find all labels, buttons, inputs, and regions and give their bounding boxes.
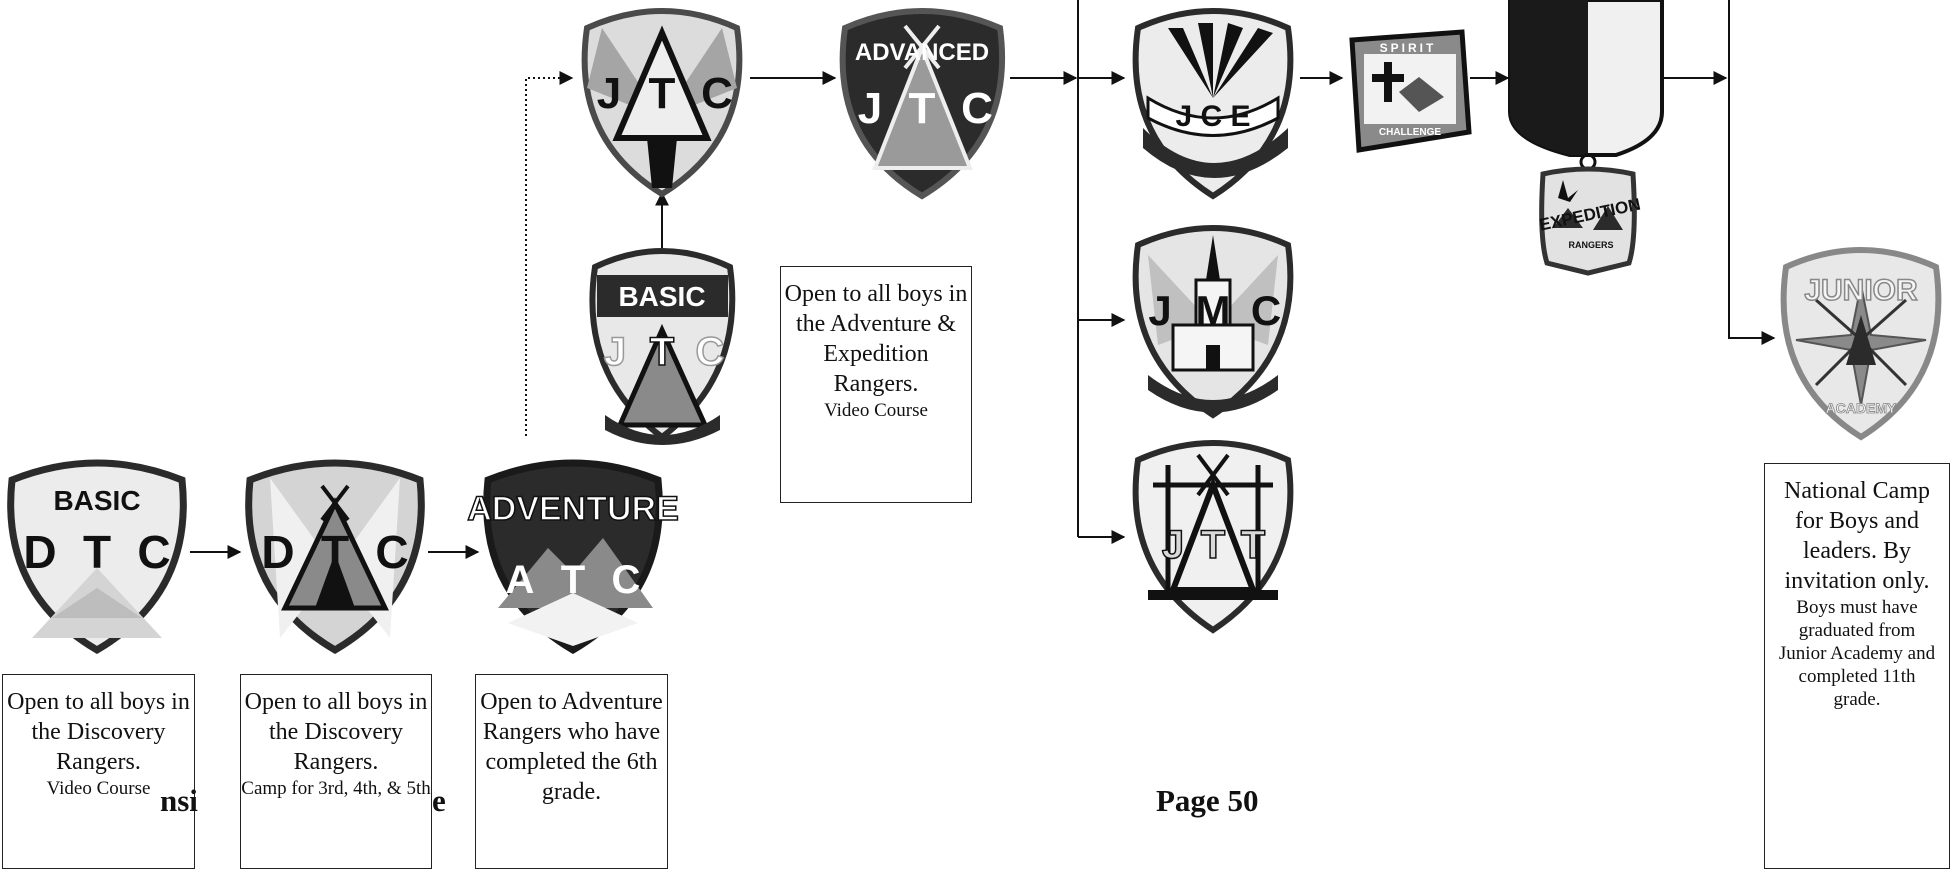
badge-expedition-sub: RANGERS — [1568, 240, 1613, 250]
badge-atc: ADVENTURE A T C — [466, 459, 680, 655]
badge-advanced-jtc: ADVANCED J T C — [839, 8, 1006, 200]
badge-basic-dtc: BASIC D T C — [7, 459, 187, 655]
badge-dtc-letter-1: D — [261, 526, 294, 578]
note-basic-dtc-body: Open to all boys in the Discovery Ranger… — [7, 689, 190, 775]
badge-dtc-letter-2: T — [321, 526, 349, 578]
note-basic-dtc-small: Video Course — [46, 778, 151, 799]
heading-fragment-right: e — [432, 783, 446, 818]
note-junior-academy: National Camp for Boys and leaders. By i… — [1764, 463, 1950, 869]
note-basic-dtc: Open to all boys in the Discovery Ranger… — [2, 674, 195, 869]
badge-jtt-letter-1: J — [1162, 523, 1184, 567]
badge-basic-jtc: BASIC J T C — [589, 248, 736, 445]
badge-jtt: J T T — [1132, 440, 1294, 634]
badge-spirit-challenge: SPIRIT CHALLENGE — [1349, 29, 1472, 153]
badge-basic-dtc-letter-1: D — [23, 526, 56, 578]
badge-basic-jtc-letter-2: T — [650, 330, 674, 374]
badge-atc-letter-3: C — [612, 558, 641, 602]
note-atc: Open to Adventure Rangers who have compl… — [475, 674, 668, 869]
note-dtc-small: Camp for 3rd, 4th, & 5th — [241, 778, 431, 799]
note-jtc-body: Open to all boys in the Adventure & Expe… — [784, 281, 968, 397]
note-jtc: Open to all boys in the Adventure & Expe… — [780, 266, 972, 503]
badge-expedition-rangers: EXPEDITION RANGERS — [1538, 166, 1642, 276]
badge-spirit-top: SPIRIT — [1380, 41, 1437, 55]
badge-atc-top: ADVENTURE — [467, 490, 679, 528]
note-atc-body: Open to Adventure Rangers who have compl… — [480, 689, 663, 805]
badge-dtc: D T C — [245, 459, 425, 655]
note-junior-academy-body: National Camp for Boys and leaders. By i… — [1784, 478, 1930, 594]
heading-fragment-left: nsi — [160, 783, 198, 818]
medal-expedition: EXPEDITION RANGERS — [1508, 0, 1664, 276]
badge-jmc-letter-3: C — [1251, 287, 1281, 334]
badge-jmc: J M C — [1132, 225, 1294, 419]
badge-dtc-letter-3: C — [375, 526, 408, 578]
badge-jmc-letter-2: M — [1196, 287, 1231, 334]
badge-basic-dtc-letter-2: T — [83, 526, 111, 578]
note-junior-academy-small: Boys must have graduated from Junior Aca… — [1778, 597, 1936, 710]
page-number: Page 50 — [1156, 783, 1259, 818]
badge-advanced-jtc-top: ADVANCED — [855, 39, 989, 66]
badge-jtc-letter-2: T — [649, 69, 676, 118]
dotted-connector-atc-to-jtc — [525, 71, 574, 436]
badge-atc-letter-2: T — [561, 558, 585, 602]
badge-jtc: J T C — [581, 8, 743, 198]
note-dtc-body: Open to all boys in the Discovery Ranger… — [244, 689, 428, 775]
badge-advanced-jtc-letter-1: J — [858, 84, 882, 133]
badge-basic-jtc-letter-3: C — [696, 330, 725, 374]
badge-basic-dtc-letter-3: C — [137, 526, 170, 578]
connectors — [190, 0, 1776, 559]
badge-junior-academy-top: JUNIOR — [1804, 274, 1918, 307]
arrow-to-junior-academy — [1728, 0, 1776, 345]
badge-jtc-letter-1: J — [597, 69, 621, 118]
badge-jmc-letter-1: J — [1148, 287, 1171, 334]
badge-basic-jtc-top: BASIC — [618, 281, 705, 312]
badge-junior-academy: JUNIOR ACADEMY — [1780, 247, 1942, 441]
badge-basic-jtc-letter-1: J — [604, 330, 626, 374]
badge-basic-dtc-top: BASIC — [53, 485, 140, 516]
badge-spirit-bottom: CHALLENGE — [1379, 127, 1442, 138]
note-dtc: Open to all boys in the Discovery Ranger… — [240, 674, 432, 869]
badge-jtc-letter-3: C — [701, 69, 733, 118]
badge-advanced-jtc-letter-3: C — [961, 84, 993, 133]
badge-jtt-letter-2: T — [1201, 523, 1225, 567]
badge-junior-academy-bottom: ACADEMY — [1826, 400, 1897, 416]
badge-atc-letter-1: A — [506, 558, 535, 602]
badge-jce: J C E — [1132, 8, 1294, 200]
badge-advanced-jtc-letter-2: T — [909, 84, 936, 133]
badge-jtt-letter-3: T — [1241, 523, 1265, 567]
note-jtc-small: Video Course — [824, 400, 928, 421]
badge-jce-letters: J C E — [1175, 100, 1250, 133]
